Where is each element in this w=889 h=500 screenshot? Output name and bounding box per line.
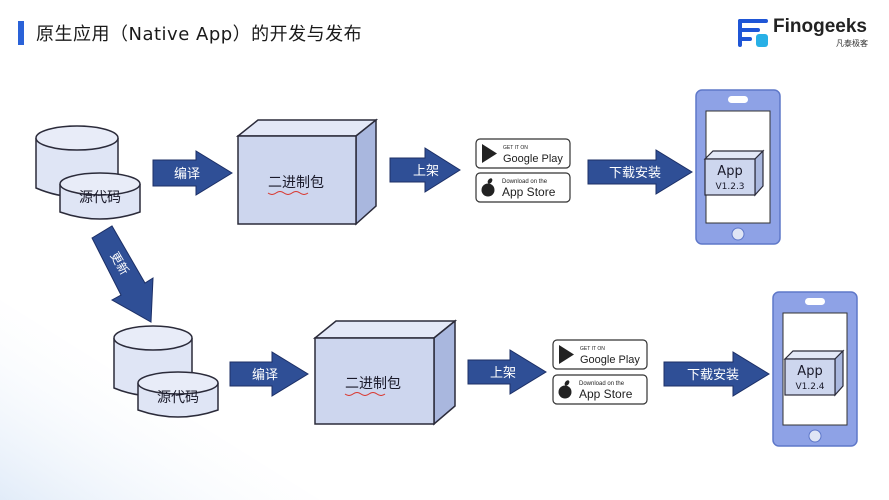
apple-icon <box>481 178 495 197</box>
app-cube-top <box>703 149 765 197</box>
apple-icon <box>558 380 572 399</box>
play-icon <box>559 345 574 364</box>
compile-label-bottom: 编译 <box>252 368 278 383</box>
phone-home-button-icon <box>731 227 745 241</box>
source-code-cylinders-bottom <box>113 325 219 418</box>
spellcheck-underline-bottom <box>344 392 386 396</box>
apple-small-top: Download on the <box>502 179 548 185</box>
package-label-bottom: 二进制包 <box>345 376 401 392</box>
logo-name: Finogeeks <box>773 16 867 37</box>
google-small-top: GET IT ON <box>503 145 528 151</box>
page-title: 原生应用（Native App）的开发与发布 <box>36 24 363 45</box>
google-big-bottom: Google Play <box>580 354 640 366</box>
app-label-bottom: App <box>797 364 822 379</box>
app-version-top: V1.2.3 <box>715 182 744 192</box>
apple-big-top: App Store <box>502 185 556 199</box>
compile-label-top: 编译 <box>174 167 200 182</box>
publish-label-bottom: 上架 <box>490 366 516 381</box>
package-label-top: 二进制包 <box>268 175 324 191</box>
app-store-badge-bottom[interactable]: Download on the App Store <box>552 374 648 405</box>
app-label-top: App <box>717 164 742 179</box>
app-cube-bottom <box>783 349 845 397</box>
logo-subtitle: 凡泰极客 <box>836 39 868 48</box>
google-play-badge-top[interactable]: GET IT ON Google Play <box>475 138 571 169</box>
publish-arrow-bottom <box>467 349 547 395</box>
finogeeks-logo-icon <box>738 19 768 47</box>
apple-big-bottom: App Store <box>579 387 633 401</box>
google-play-badge-bottom[interactable]: GET IT ON Google Play <box>552 339 648 370</box>
phone-speaker-icon <box>805 298 825 305</box>
apple-small-bottom: Download on the <box>579 381 625 387</box>
app-version-bottom: V1.2.4 <box>795 382 824 392</box>
download-arrow-top <box>587 149 693 195</box>
phone-speaker-icon <box>728 96 748 103</box>
download-arrow-bottom <box>663 351 770 397</box>
download-label-bottom: 下载安装 <box>687 368 739 383</box>
publish-label-top: 上架 <box>413 164 439 179</box>
app-store-badge-top[interactable]: Download on the App Store <box>475 172 571 203</box>
download-label-top: 下载安装 <box>609 166 661 181</box>
google-big-top: Google Play <box>503 153 563 165</box>
phone-home-button-icon <box>808 429 822 443</box>
google-small-bottom: GET IT ON <box>580 346 605 352</box>
update-arrow <box>91 225 154 323</box>
binary-package-box-top <box>235 118 379 226</box>
source-label-bottom: 源代码 <box>157 390 199 406</box>
source-label-top: 源代码 <box>79 190 121 206</box>
source-code-cylinders-top <box>35 125 141 220</box>
spellcheck-underline-top <box>267 191 309 195</box>
play-icon <box>482 144 497 163</box>
binary-package-box-bottom <box>312 319 458 426</box>
compile-arrow-bottom <box>229 351 309 397</box>
compile-arrow-top <box>152 150 233 196</box>
title-accent-bar <box>18 21 24 45</box>
publish-arrow-top <box>389 147 461 193</box>
